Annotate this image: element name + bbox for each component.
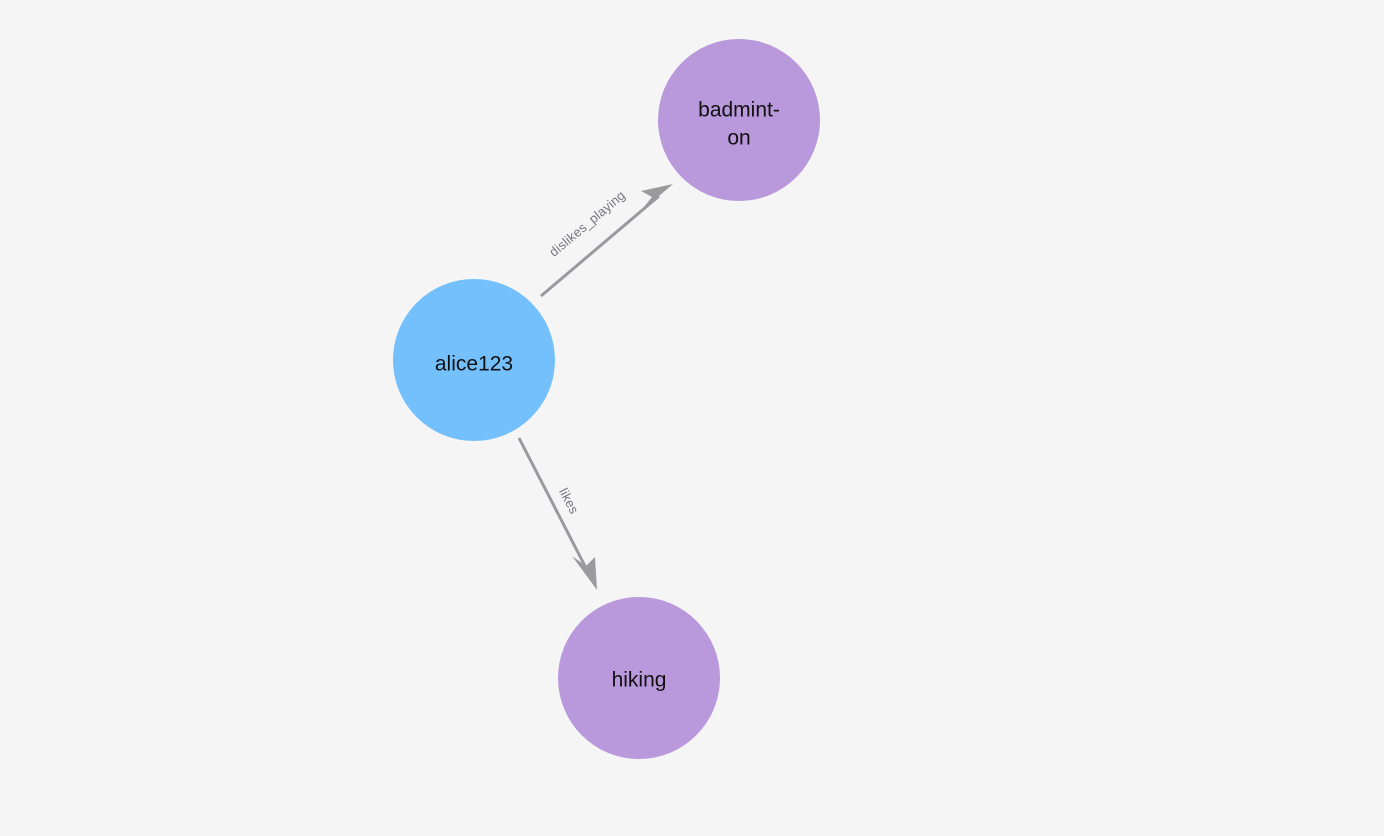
arrowhead-icon-likes <box>572 556 597 590</box>
node-circle-badminton[interactable] <box>658 39 820 201</box>
node-alice123[interactable]: alice123 <box>393 279 555 441</box>
edge-line-likes <box>517 437 588 569</box>
node-badminton[interactable]: badmint- on <box>658 39 820 201</box>
nodes-layer: badmint- on alice123 hiking <box>393 39 820 759</box>
edge-alice123-hiking[interactable]: likes <box>517 437 597 590</box>
arrowhead-icon-dislikes-playing <box>639 184 673 213</box>
node-circle-hiking[interactable] <box>558 597 720 759</box>
node-circle-alice123[interactable] <box>393 279 555 441</box>
edge-label-likes: likes <box>556 485 582 516</box>
edge-label-dislikes-playing: dislikes_playing <box>546 188 628 260</box>
edge-alice123-badminton[interactable]: dislikes_playing <box>540 184 673 298</box>
node-hiking[interactable]: hiking <box>558 597 720 759</box>
